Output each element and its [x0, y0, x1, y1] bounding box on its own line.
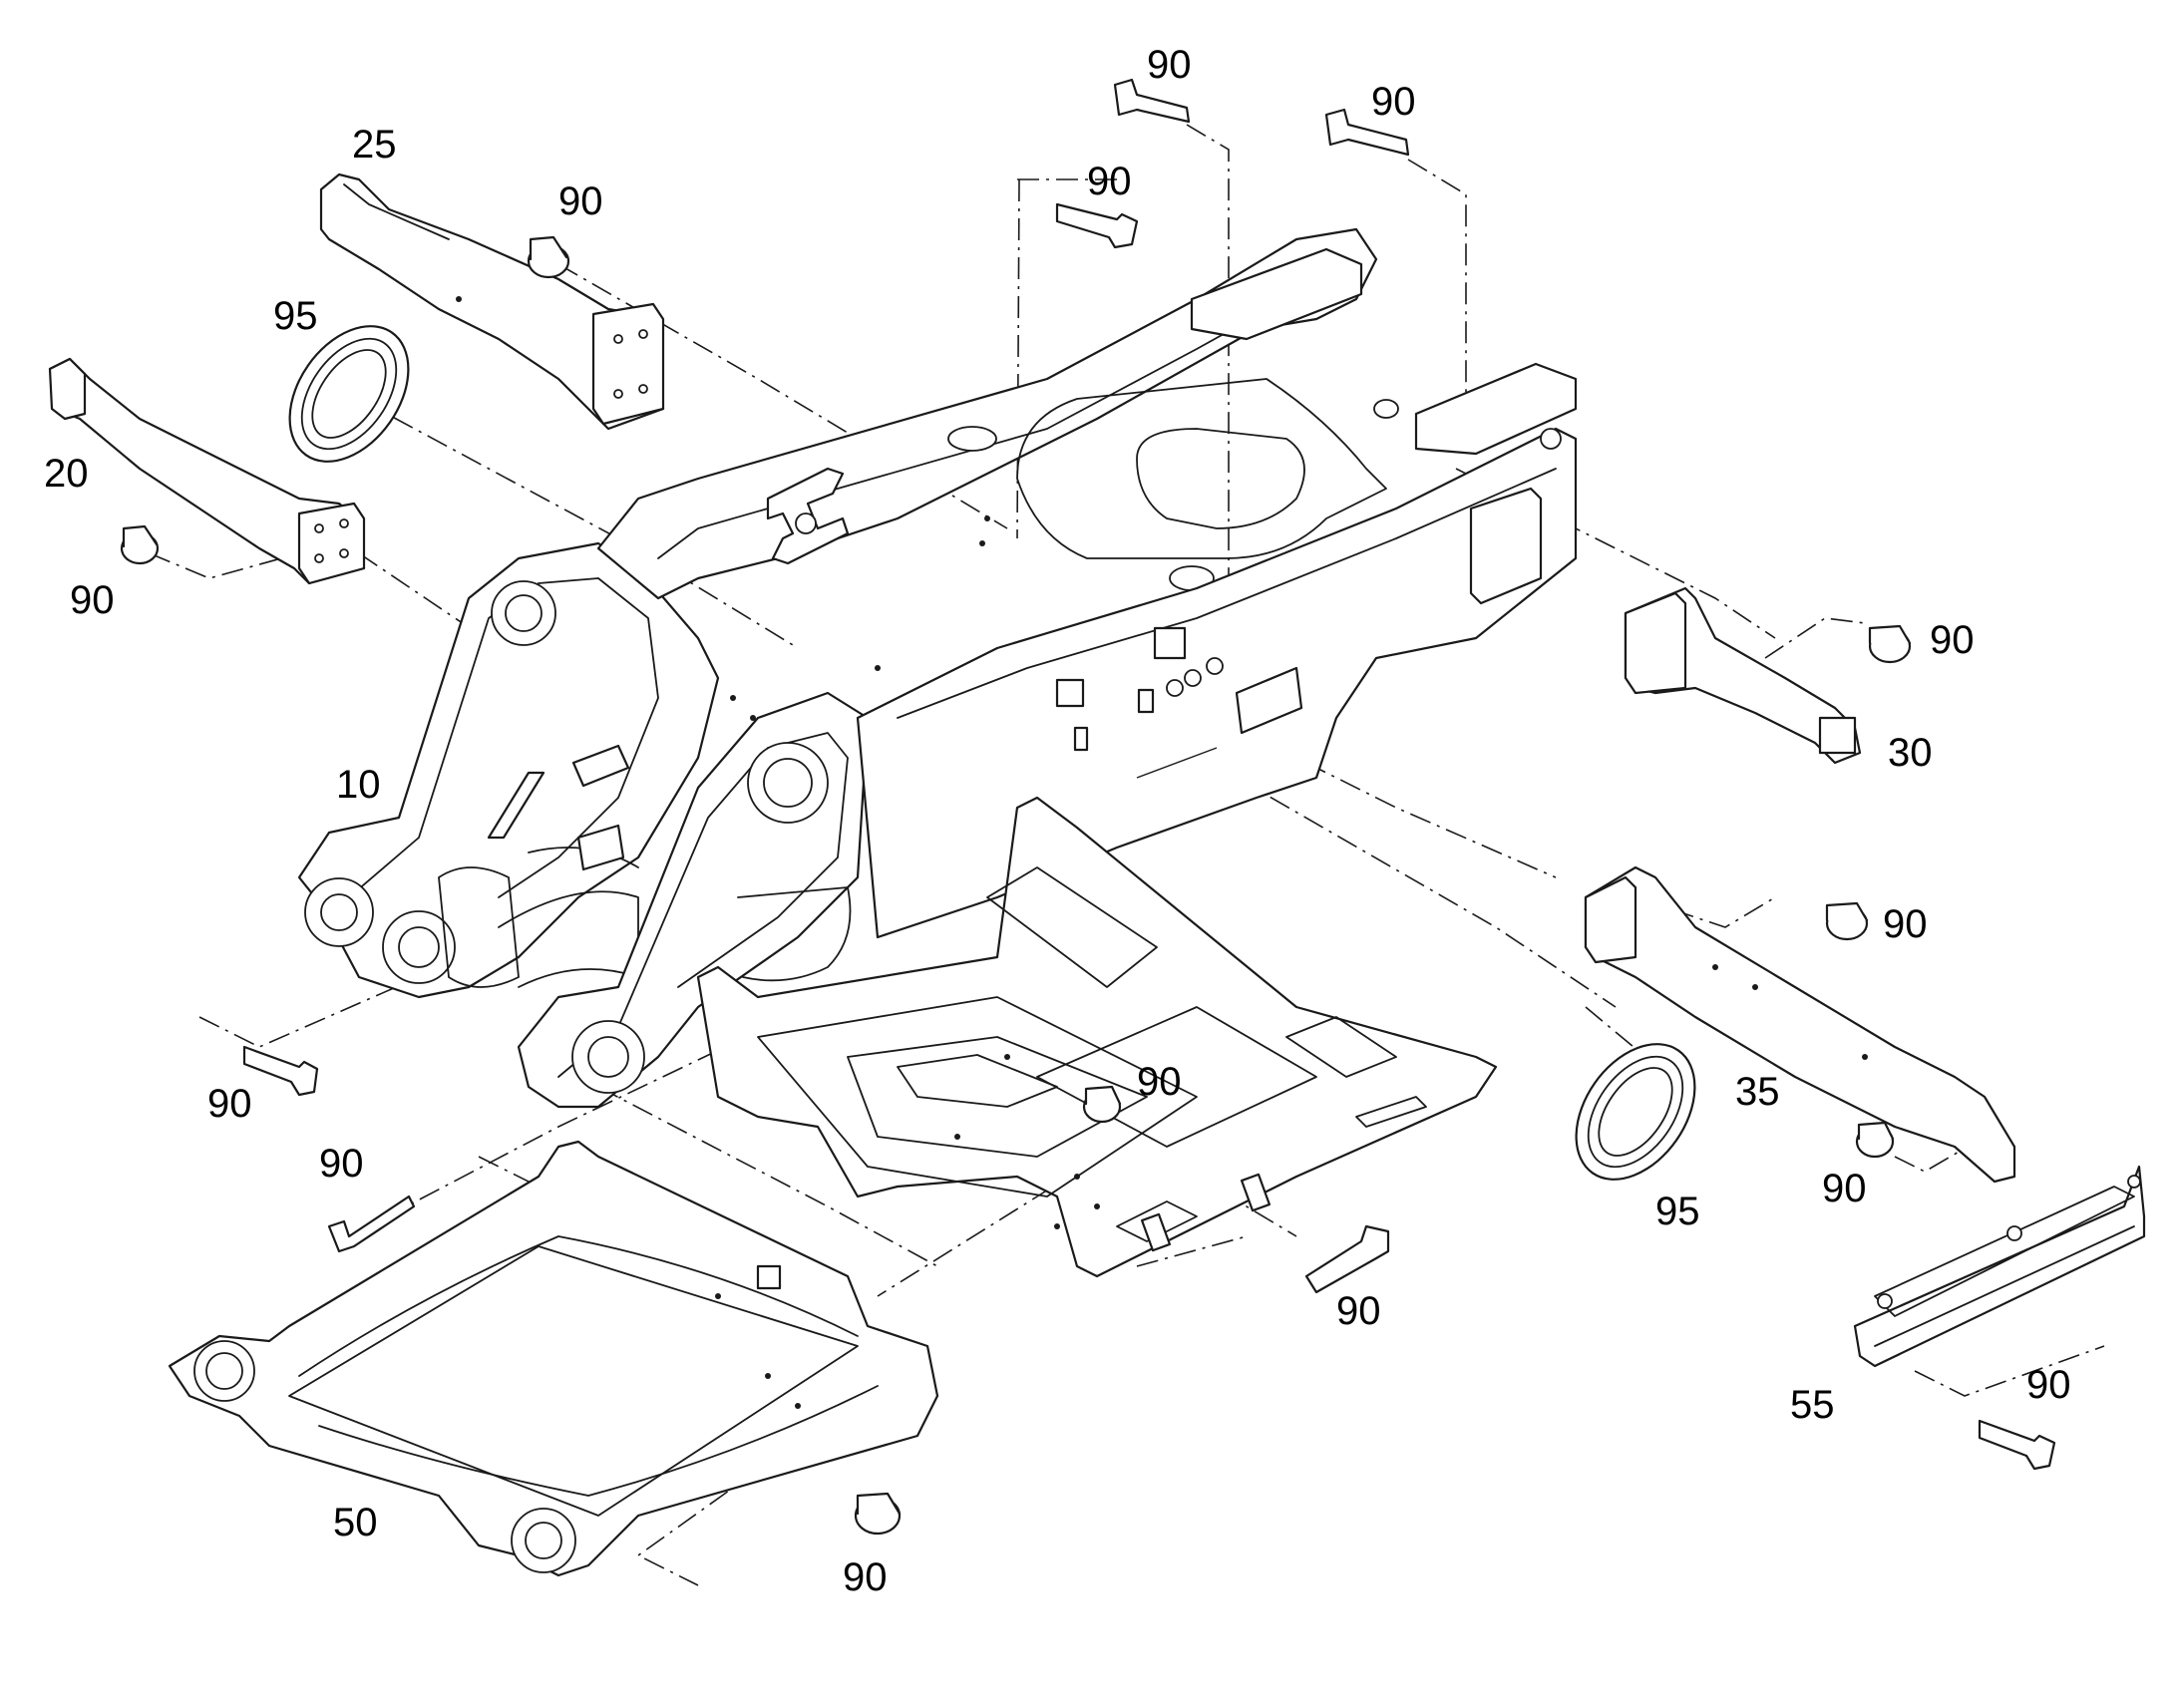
callout-20: 20 [44, 452, 89, 496]
callout-90: 90 [843, 1555, 888, 1599]
seal-part-95-left [288, 325, 410, 463]
callout-95: 95 [1655, 1190, 1700, 1233]
bushing-left [120, 524, 160, 565]
arm-part-35 [1584, 865, 2016, 1184]
bolt-center [1304, 1224, 1390, 1294]
bolt-top-c [1055, 202, 1139, 249]
arm-part-30 [1624, 586, 1862, 765]
callout-10: 10 [336, 763, 381, 807]
callout-95: 95 [273, 294, 318, 338]
callout-50: 50 [333, 1501, 378, 1544]
callout-35: 35 [1735, 1070, 1780, 1114]
callout-90: 90 [558, 179, 603, 223]
bolt-right [1978, 1419, 2056, 1471]
callout-90: 90 [319, 1142, 364, 1186]
bushing-right-upper [1868, 624, 1912, 664]
arm-part-20 [48, 357, 366, 585]
bushing-center [1082, 1085, 1122, 1124]
callout-55: 55 [1790, 1383, 1835, 1427]
callout-90: 90 [1147, 43, 1192, 87]
seal-part-95-right [1575, 1043, 1696, 1181]
callout-90: 90 [1883, 902, 1928, 946]
bolt-top-b [1324, 108, 1410, 157]
arm-part-25 [319, 172, 665, 431]
callout-25: 25 [352, 123, 397, 167]
callout-90: 90 [1087, 160, 1132, 203]
callout-30: 30 [1888, 731, 1933, 775]
callout-90: 90 [207, 1082, 252, 1126]
callout-90: 90 [1822, 1167, 1867, 1210]
callout-90: 90 [70, 578, 115, 622]
bushing-right-mid [1825, 901, 1869, 941]
callout-90: 90 [1336, 1289, 1381, 1333]
callout-90: 90 [2026, 1363, 2071, 1407]
callout-90: 90 [1930, 618, 1975, 662]
callout-labels: 90 90 90 25 90 95 20 90 10 90 30 90 35 9… [44, 43, 2071, 1599]
bushing-bottom [854, 1492, 902, 1536]
callout-90: 90 [1137, 1060, 1182, 1104]
bushing-upper-left [527, 235, 570, 279]
bolt-left-lower [327, 1195, 416, 1253]
bolt-top-a [1113, 78, 1191, 124]
bushing-right-lower [1855, 1121, 1895, 1159]
bottom-frame-part-50 [168, 1140, 939, 1577]
center-subframe [696, 796, 1498, 1278]
rail-part-55 [1853, 1165, 2146, 1368]
bolt-left [242, 1045, 319, 1097]
callout-90: 90 [1371, 80, 1416, 124]
